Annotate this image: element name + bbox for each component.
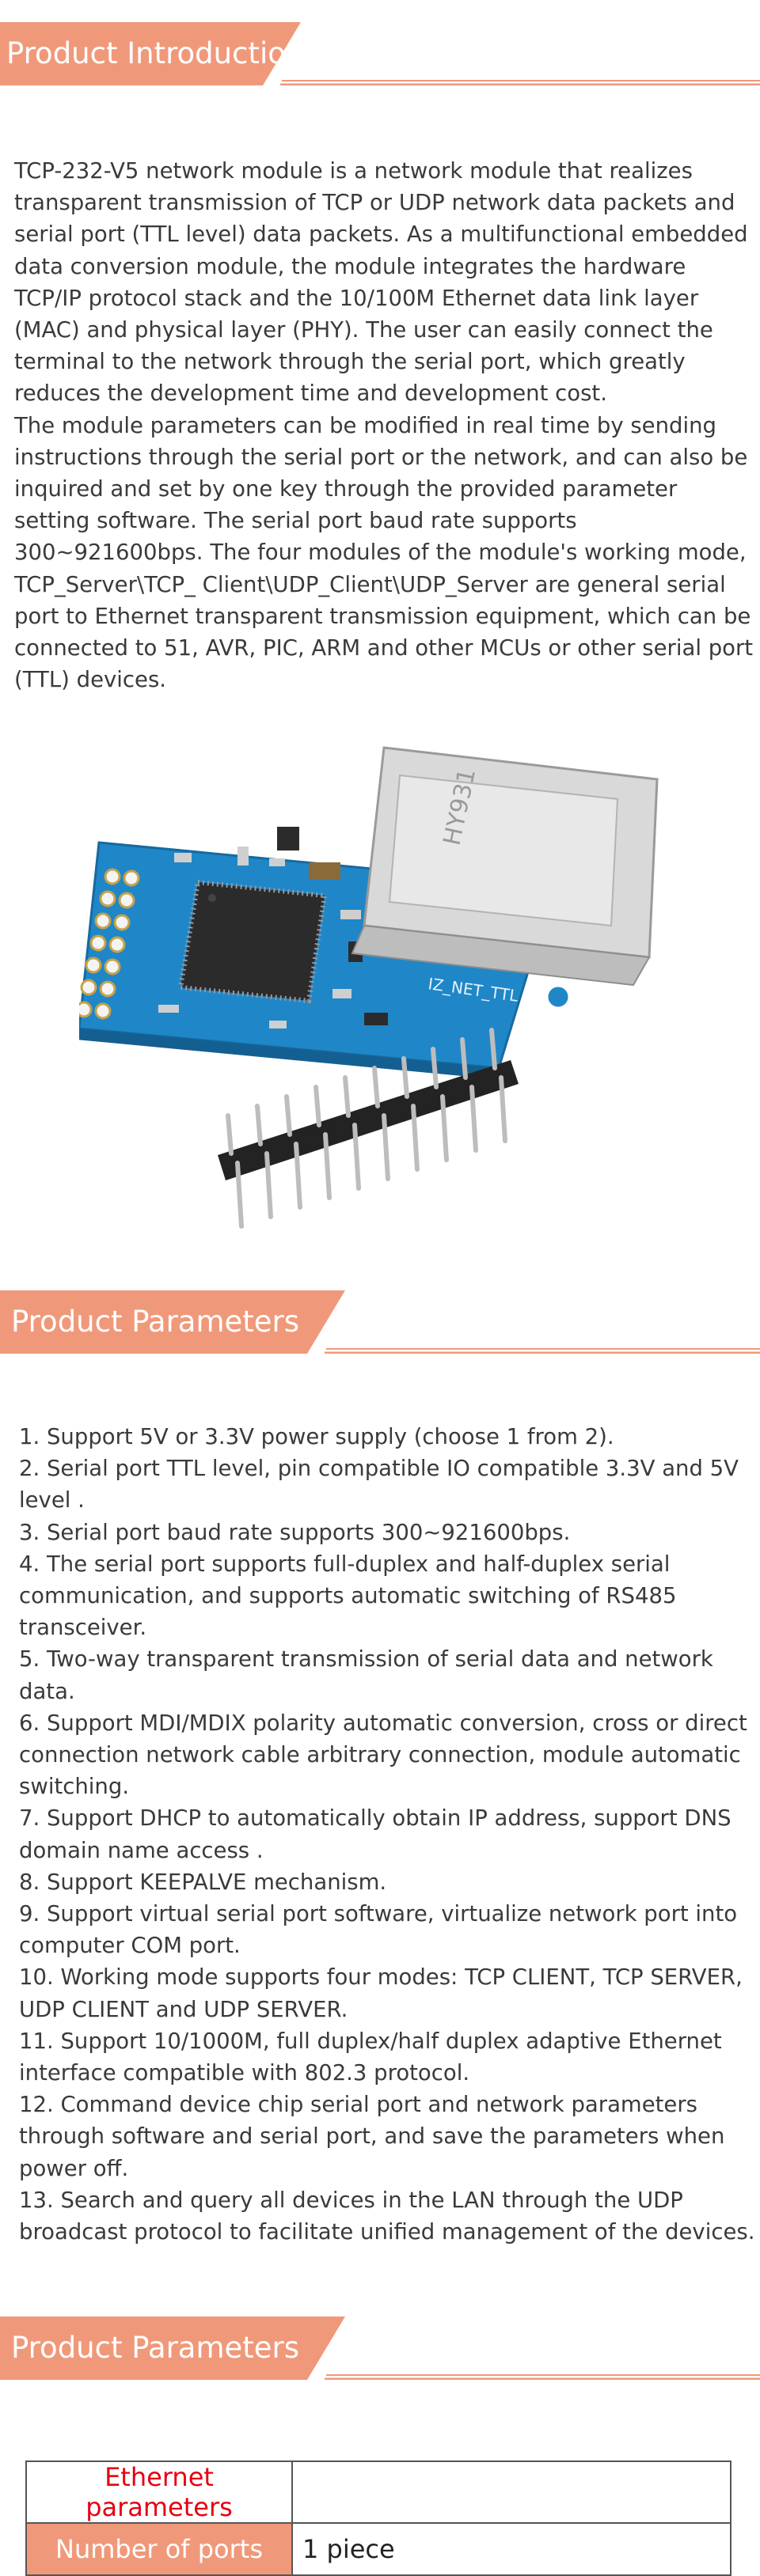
- parameter-item: 2. Serial port TTL level, pin compatible…: [19, 1456, 739, 1513]
- section-banner-shape: [0, 2317, 760, 2380]
- intro-text: TCP-232-V5 network module is a network m…: [14, 155, 754, 695]
- spec-table: Ethernet parameters Number of ports 1 pi…: [25, 2460, 732, 2576]
- parameter-item: 9. Support virtual serial port software,…: [19, 1901, 738, 1959]
- main-chip: [177, 879, 328, 1004]
- section-title: Product Parameters: [11, 2331, 300, 2365]
- parameter-item: 13. Search and query all devices in the …: [19, 2187, 755, 2245]
- parameter-item: 10. Working mode supports four modes: TC…: [19, 1964, 743, 2022]
- table-row: Ethernet parameters: [25, 2460, 732, 2524]
- parameter-item: 6. Support MDI/MDIX polarity automatic c…: [19, 1710, 747, 1800]
- intro-paragraph: The module parameters can be modified in…: [14, 412, 754, 693]
- product-image: HY931 IZ_NET_TTL: [75, 688, 665, 1234]
- table-heading-cell: Ethernet parameters: [25, 2460, 293, 2524]
- table-value-cell: 1 piece: [291, 2522, 732, 2576]
- section-header-parameters: Product Parameters: [0, 1290, 760, 1354]
- section-title: Product Introduction: [6, 36, 305, 70]
- parameter-item: 4. The serial port supports full-duplex …: [19, 1551, 677, 1641]
- parameter-item: 11. Support 10/1000M, full duplex/half d…: [19, 2028, 722, 2086]
- module-illustration: HY931 IZ_NET_TTL: [75, 746, 659, 1229]
- table-label-cell: Number of ports: [25, 2522, 293, 2576]
- smd-components: [158, 827, 388, 1029]
- parameter-item: 12. Command device chip serial port and …: [19, 2092, 725, 2181]
- table-heading-value: [291, 2460, 732, 2524]
- table-row: Number of ports 1 piece: [25, 2522, 732, 2576]
- section-title: Product Parameters: [11, 1305, 300, 1339]
- parameter-list: 1. Support 5V or 3.3V power supply (choo…: [19, 1421, 755, 2248]
- parameter-item: 5. Two-way transparent transmission of s…: [19, 1646, 713, 1704]
- intro-paragraph: TCP-232-V5 network module is a network m…: [14, 158, 748, 407]
- header-pads: [75, 868, 140, 1020]
- rj45-connector: HY931: [351, 746, 659, 1010]
- section-header-parameters-table: Product Parameters: [0, 2317, 760, 2380]
- pin-header: [218, 1028, 519, 1229]
- section-banner-shape: [0, 1290, 760, 1354]
- section-header-introduction: Product Introduction: [0, 22, 760, 85]
- section-banner-shape: [0, 22, 760, 85]
- parameter-item: 7. Support DHCP to automatically obtain …: [19, 1805, 732, 1863]
- parameter-item: 1. Support 5V or 3.3V power supply (choo…: [19, 1424, 614, 1449]
- parameter-item: 8. Support KEEPALVE mechanism.: [19, 1869, 387, 1895]
- parameter-item: 3. Serial port baud rate supports 300~92…: [19, 1519, 571, 1545]
